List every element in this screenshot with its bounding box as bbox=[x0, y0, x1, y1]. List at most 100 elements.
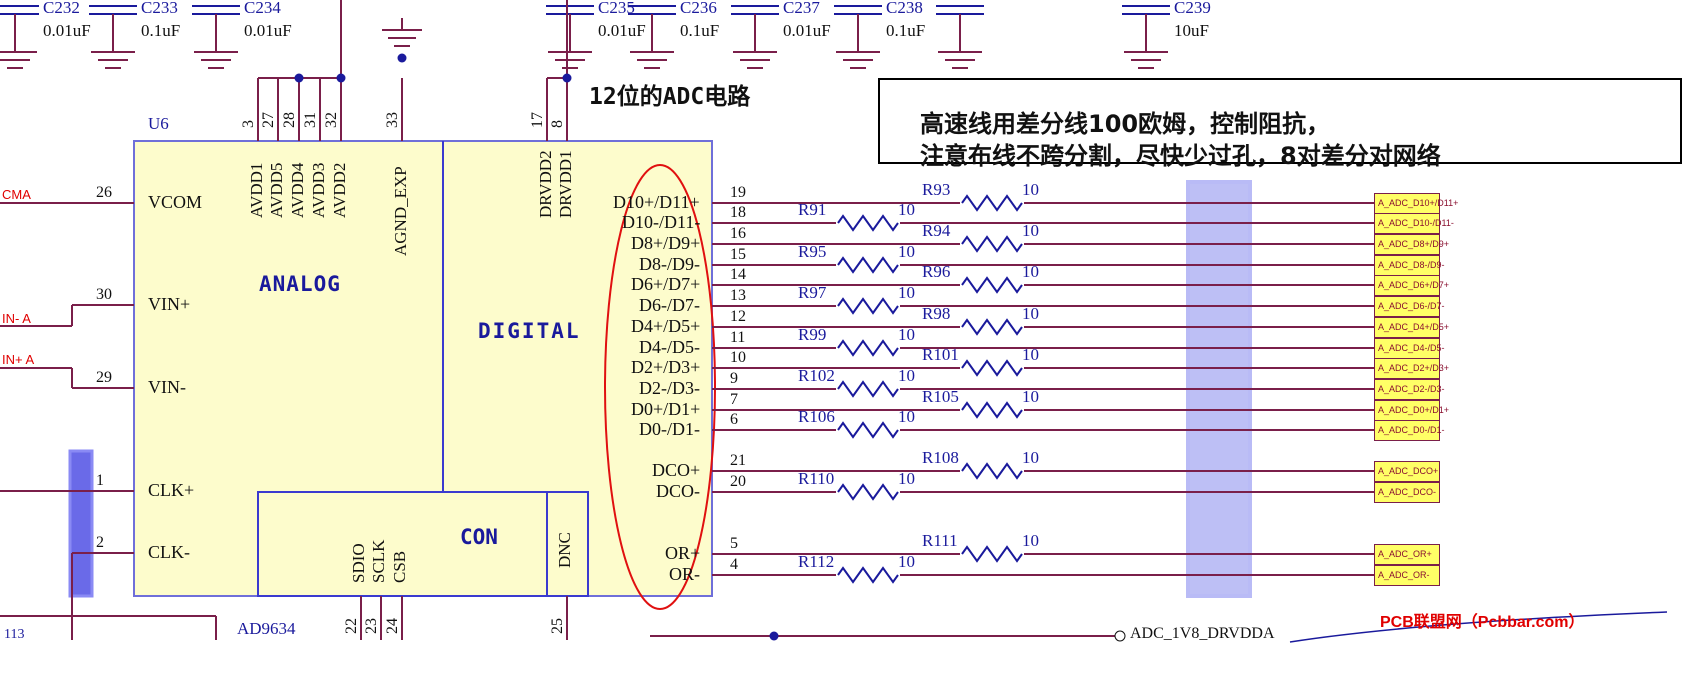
capacitor-value: 10uF bbox=[1174, 21, 1209, 40]
resistor-value: 10 bbox=[898, 469, 915, 488]
pin-number: 17 bbox=[529, 112, 546, 128]
output-highlight-oval bbox=[604, 164, 716, 610]
resistor bbox=[837, 256, 899, 274]
annotation-line-2: 注意布线不跨分割，尽快少过孔，8对差分对网络 bbox=[920, 142, 1441, 170]
net-label-box: A_ADC_D0-/D1- bbox=[1374, 420, 1445, 441]
net-label-box: A_ADC_D10-/D11- bbox=[1374, 213, 1454, 234]
net-label-box: A_ADC_D4+/D5+ bbox=[1374, 317, 1449, 338]
net-label-box: A_ADC_DCO- bbox=[1374, 482, 1440, 503]
pin-name: AVDD4 bbox=[288, 162, 307, 218]
pin-number: 1 bbox=[96, 472, 104, 489]
resistor bbox=[961, 235, 1023, 253]
pin-number: 27 bbox=[260, 112, 277, 128]
resistor-ref: R105 bbox=[922, 387, 959, 406]
capacitor-value: 0.1uF bbox=[680, 21, 720, 40]
pin-number: 16 bbox=[730, 225, 746, 242]
resistor bbox=[961, 194, 1023, 212]
pin-number: 24 bbox=[384, 618, 401, 634]
net-label-box: A_ADC_OR- bbox=[1374, 565, 1440, 586]
pin-number: 22 bbox=[343, 618, 360, 634]
resistor-ref: R111 bbox=[922, 531, 958, 550]
pin-name: D0+/D1+ bbox=[631, 399, 701, 419]
resistor-ref: R112 bbox=[798, 552, 835, 571]
pin-number: 13 bbox=[730, 287, 746, 304]
resistor-value: 10 bbox=[898, 200, 915, 219]
pin-name: OR+ bbox=[665, 543, 701, 563]
capacitor-ref: C237 bbox=[783, 0, 820, 17]
junction-dot bbox=[294, 73, 304, 83]
net-label-box: A_ADC_D6-/D7- bbox=[1374, 296, 1445, 317]
clock-highlight bbox=[68, 449, 94, 598]
pin-number: 8 bbox=[549, 120, 566, 128]
resistor-ref: R91 bbox=[798, 200, 827, 219]
resistor-value: 10 bbox=[1022, 262, 1039, 281]
pin-number: 5 bbox=[730, 535, 738, 552]
resistor-ref: R96 bbox=[922, 262, 951, 281]
net-label-left: IN- A bbox=[2, 311, 31, 326]
pin-number: 15 bbox=[730, 246, 746, 263]
junction-dot bbox=[336, 73, 346, 83]
resistor-ref: R110 bbox=[798, 469, 835, 488]
resistor bbox=[837, 297, 899, 315]
capacitor-ref: C234 bbox=[244, 0, 281, 17]
pin-number: 18 bbox=[730, 204, 746, 221]
pin-name: DCO+ bbox=[652, 460, 701, 480]
net-label-left: CMA bbox=[2, 187, 31, 202]
resistor-value: 10 bbox=[1022, 387, 1039, 406]
resistor bbox=[961, 401, 1023, 419]
resistor bbox=[961, 545, 1023, 563]
pin-number: 11 bbox=[730, 329, 746, 346]
resistor-value: 10 bbox=[1022, 304, 1039, 323]
net-label-box: A_ADC_D10+/D11+ bbox=[1374, 193, 1458, 214]
pin-name: D2-/D3- bbox=[639, 378, 700, 398]
resistor-ref: R94 bbox=[922, 221, 951, 240]
capacitor-ref: C233 bbox=[141, 0, 178, 17]
pin-number: 10 bbox=[730, 349, 746, 366]
annotation-line-1: 高速线用差分线100欧姆，控制阻抗， bbox=[920, 110, 1331, 138]
resistor-ref: R95 bbox=[798, 242, 827, 261]
pin-number: 29 bbox=[96, 369, 112, 386]
pin-name: AGND_EXP bbox=[391, 166, 410, 256]
resistor-value: 10 bbox=[898, 552, 915, 571]
pin-number: 33 bbox=[384, 112, 401, 128]
resistor-ref: R106 bbox=[798, 407, 835, 426]
net-label-box: A_ADC_D2+/D3+ bbox=[1374, 358, 1449, 379]
resistor-ref: R97 bbox=[798, 283, 827, 302]
capacitor-ref: C235 bbox=[598, 0, 635, 17]
resistor-value: 10 bbox=[898, 283, 915, 302]
resistor bbox=[961, 359, 1023, 377]
pin-number: 32 bbox=[323, 112, 340, 128]
pin-name: AVDD3 bbox=[309, 162, 328, 218]
net-label-box: A_ADC_DCO+ bbox=[1374, 461, 1440, 482]
pin-name: AVDD1 bbox=[247, 162, 266, 218]
resistor bbox=[837, 421, 899, 439]
pin-name: D8-/D9- bbox=[639, 254, 700, 274]
pin-name: AVDD2 bbox=[330, 162, 349, 218]
pin-number: 26 bbox=[96, 184, 112, 201]
resistor-value: 10 bbox=[1022, 448, 1039, 467]
pin-number: 12 bbox=[730, 308, 746, 325]
pin-number: 14 bbox=[730, 266, 746, 283]
pin-number: 7 bbox=[730, 391, 738, 408]
resistor-ref: R93 bbox=[922, 180, 951, 199]
junction-dot bbox=[562, 73, 572, 83]
resistor bbox=[961, 462, 1023, 480]
capacitor-value: 0.1uF bbox=[886, 21, 926, 40]
resistor-value: 10 bbox=[898, 242, 915, 261]
pin-number: 9 bbox=[730, 370, 738, 387]
con-section-box bbox=[257, 491, 589, 597]
pin-name: CSB bbox=[390, 550, 409, 583]
pin-number: 19 bbox=[730, 184, 746, 201]
capacitor-ref: C238 bbox=[886, 0, 923, 17]
pin-number: 23 bbox=[363, 618, 380, 634]
pin-name: D6-/D7- bbox=[639, 295, 700, 315]
resistor-ref: R101 bbox=[922, 345, 959, 364]
capacitor-value: 0.01uF bbox=[598, 21, 646, 40]
pin-name: D4+/D5+ bbox=[631, 316, 701, 336]
pin-name: VIN+ bbox=[148, 294, 191, 314]
capacitor-value: 0.01uF bbox=[43, 21, 91, 40]
pin-number: 2 bbox=[96, 534, 104, 551]
net-label-box: A_ADC_D8+/D9+ bbox=[1374, 234, 1449, 255]
resistor bbox=[837, 380, 899, 398]
section-digital: DIGITAL bbox=[478, 319, 581, 343]
